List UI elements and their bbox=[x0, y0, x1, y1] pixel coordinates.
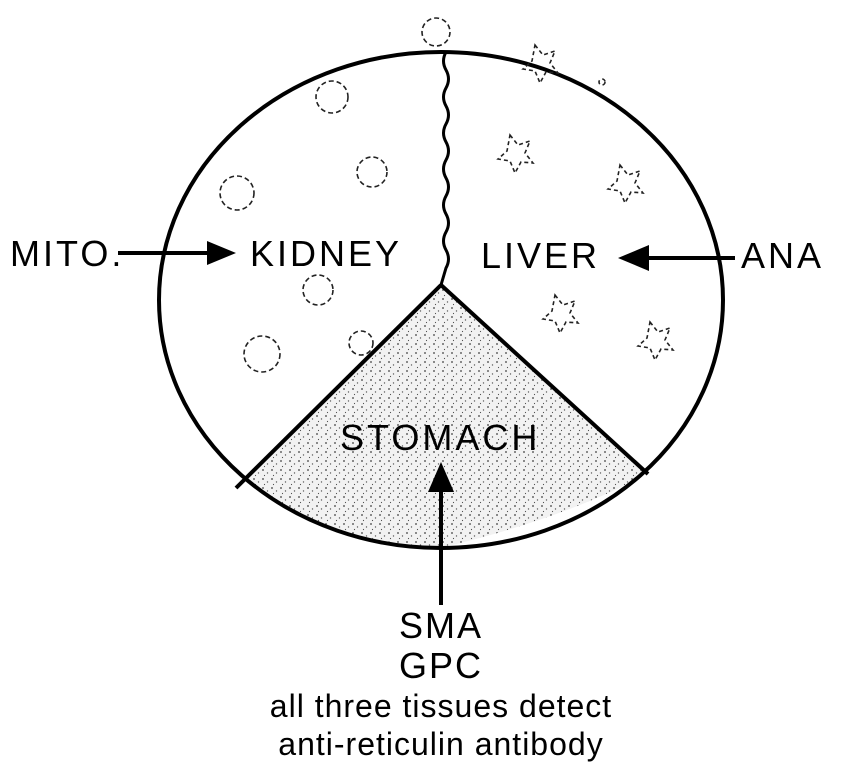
liver-cells bbox=[498, 45, 673, 360]
kidney-label: KIDNEY bbox=[250, 236, 402, 272]
mito-arrow-head bbox=[207, 241, 236, 265]
sma-label: SMA bbox=[340, 608, 542, 644]
stomach-label: STOMACH bbox=[340, 420, 540, 456]
mito-label: MITO. bbox=[10, 236, 124, 272]
ana-arrow-head bbox=[618, 245, 649, 271]
kidney-liver-divider bbox=[441, 52, 449, 285]
note-line-2: anti-reticulin antibody bbox=[200, 728, 682, 760]
gpc-label: GPC bbox=[340, 648, 542, 684]
liver-label: LIVER bbox=[481, 238, 600, 274]
ana-label: ANA bbox=[741, 238, 824, 274]
note-line-1: all three tissues detect bbox=[200, 690, 682, 722]
